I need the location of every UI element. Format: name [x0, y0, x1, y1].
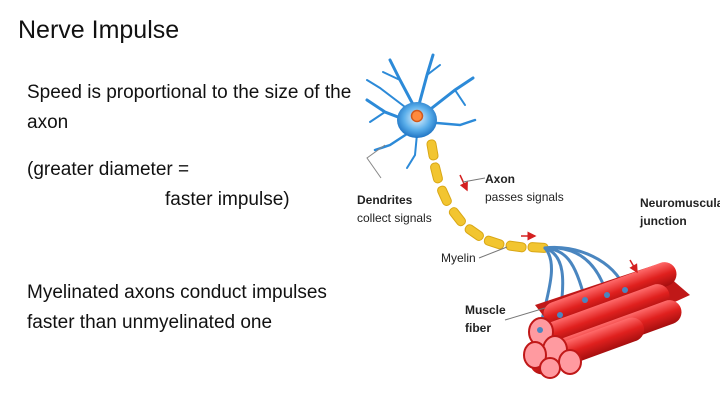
- signal-arrows: [459, 174, 638, 274]
- myelin-sheath: [426, 139, 549, 253]
- muscle-fiber-graphic: [523, 262, 690, 379]
- label-myelin: Myelin: [441, 251, 476, 265]
- label-nmj: Neuromuscular: [640, 196, 720, 210]
- myelinated-paragraph: Myelinated axons conduct impulses faster…: [27, 282, 327, 333]
- nucleus: [410, 109, 424, 123]
- label-nmj-sub: junction: [639, 214, 687, 228]
- diameter-note-line1: (greater diameter =: [27, 159, 190, 180]
- label-axon: Axon: [485, 172, 515, 186]
- label-axon-sub: passes signals: [485, 190, 564, 204]
- slide-title: Nerve Impulse: [18, 16, 180, 44]
- label-dendrites: Dendrites: [357, 193, 413, 207]
- label-muscle: Muscle: [465, 303, 506, 317]
- label-dendrites-sub: collect signals: [357, 211, 432, 225]
- label-muscle-sub: fiber: [465, 321, 491, 335]
- neuron-diagram: Dendrites collect signals Axon passes si…: [357, 53, 720, 379]
- diameter-note-line2: faster impulse): [165, 189, 290, 210]
- speed-paragraph: Speed is proportional to the size of the…: [27, 82, 352, 133]
